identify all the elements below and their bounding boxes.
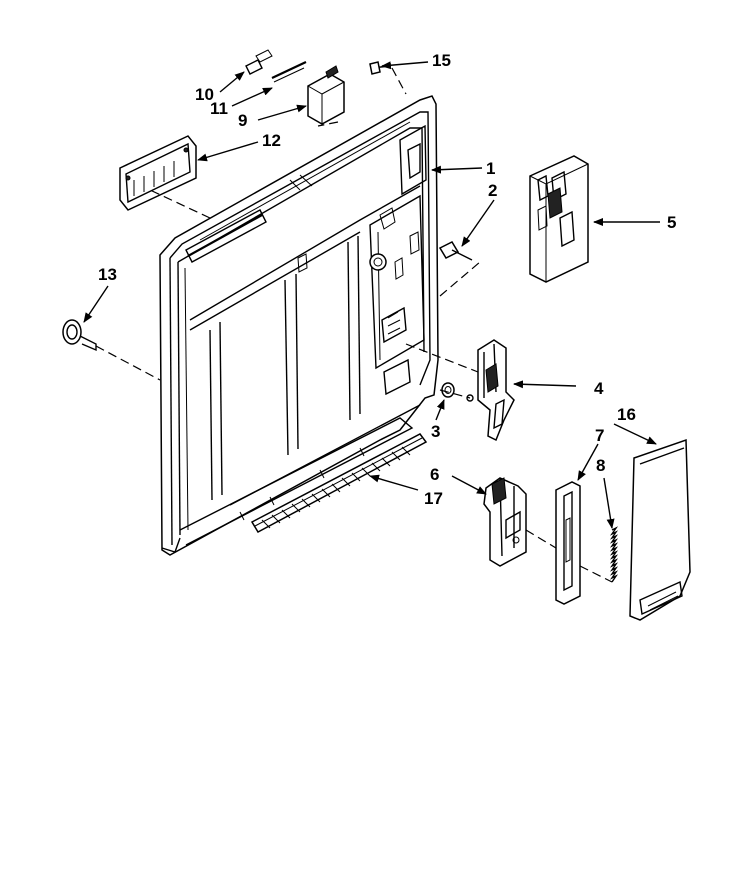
callout-15: 15 [432, 51, 451, 70]
clip-part-2 [438, 241, 473, 261]
callout-5: 5 [667, 213, 676, 232]
callout-16: 16 [617, 405, 636, 424]
side-cover-part-16 [629, 438, 691, 621]
screw-part-10 [245, 49, 273, 75]
leader-lines [83, 61, 660, 529]
callout-6: 6 [430, 465, 439, 484]
callout-11: 11 [210, 99, 228, 118]
slide-plate-part-7 [555, 481, 581, 605]
vent-strip-part-17 [250, 433, 428, 533]
callout-9: 9 [238, 111, 247, 130]
callout-13: 13 [98, 265, 117, 284]
inner-door-panel [159, 95, 439, 556]
callout-17: 17 [424, 489, 443, 508]
callout-4: 4 [594, 379, 604, 398]
nut-part-3 [441, 382, 455, 398]
assembly-guide-lines [95, 67, 613, 583]
latch-hook-part-4 [466, 339, 515, 442]
callout-3: 3 [431, 422, 440, 441]
callout-2: 2 [488, 181, 497, 200]
callout-12: 12 [262, 131, 281, 150]
callout-7: 7 [595, 426, 604, 445]
rod-part-11 [271, 61, 307, 83]
callout-10: 10 [195, 85, 214, 104]
callout-1: 1 [486, 159, 495, 178]
knob-part-13 [62, 319, 97, 352]
callout-8: 8 [596, 456, 605, 475]
latch-assembly-part-5 [529, 155, 589, 283]
callout-labels: 1 2 3 4 5 6 7 8 9 10 11 12 13 15 16 17 [98, 51, 676, 508]
bracket-part-9 [307, 65, 345, 125]
spring-part-8 [609, 526, 619, 583]
screw-part-15 [369, 61, 391, 75]
handle-part-12 [119, 135, 197, 211]
latch-slide-part-6 [483, 477, 527, 567]
